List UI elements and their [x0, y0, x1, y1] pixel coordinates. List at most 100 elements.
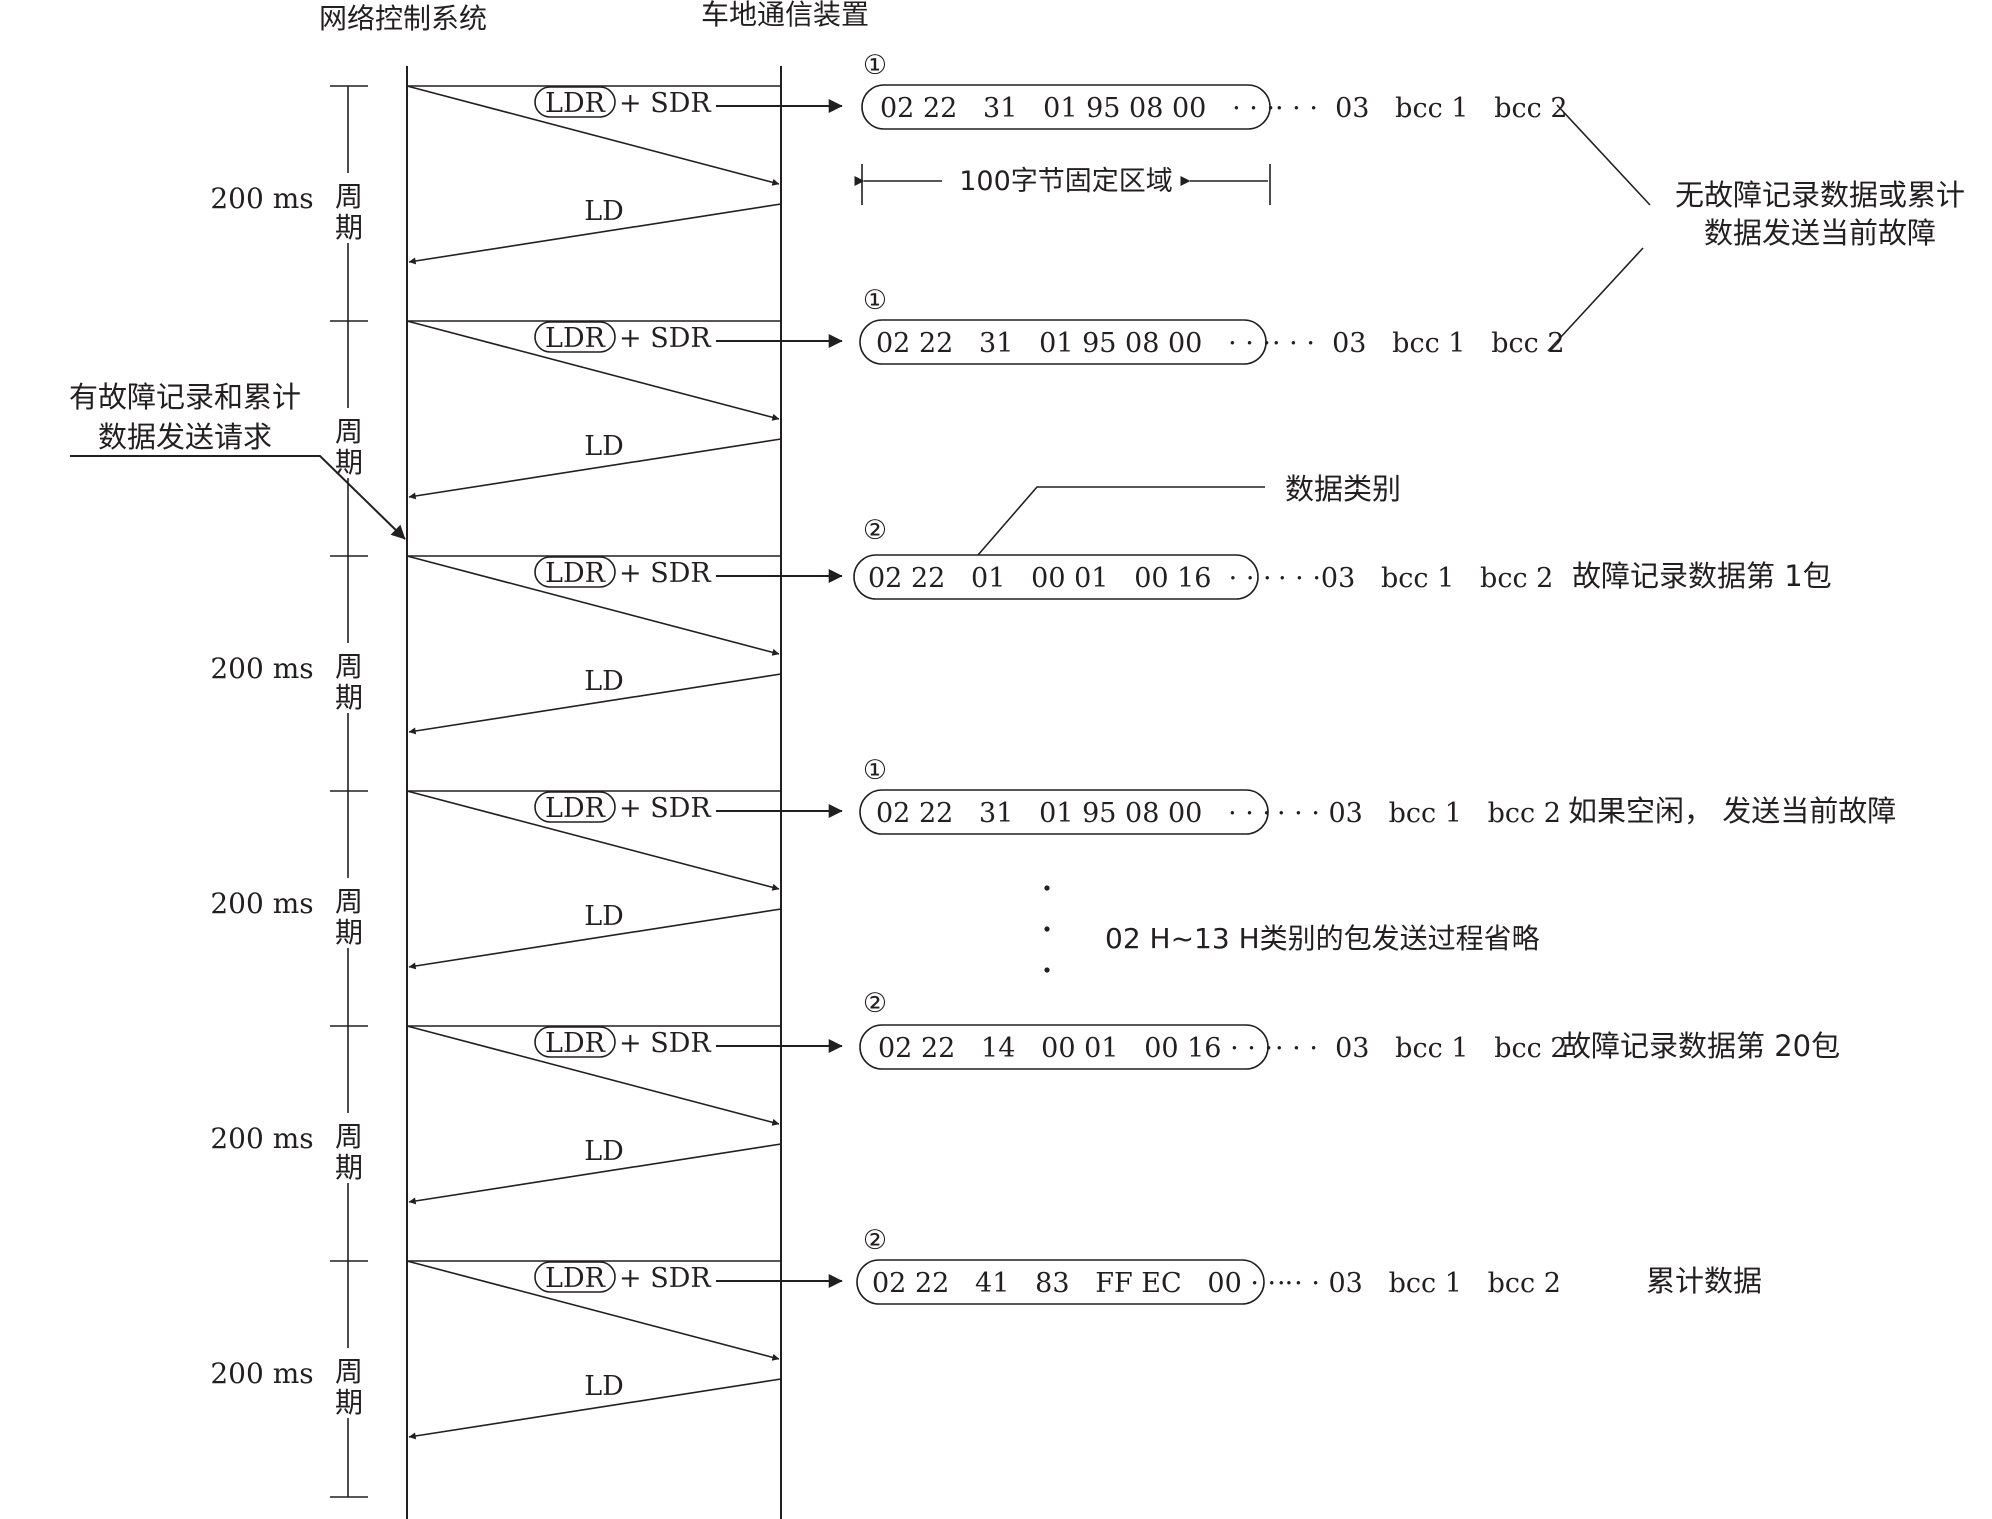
ld-label: LD: [584, 431, 624, 462]
packet-frame: [856, 1259, 1265, 1305]
ellipsis-dot: [1044, 926, 1050, 932]
packet-data: 02 22 14 00 01 00 16 · · ·: [878, 1033, 1273, 1064]
packet-frame: [859, 789, 1269, 835]
fault-record-packet-20-label: 故障记录数据第 20包: [1562, 1029, 1840, 1063]
ldr-label: LDR: [545, 323, 606, 354]
period-char-qi: 期: [335, 681, 363, 714]
period-ticks: [330, 85, 368, 1498]
period-duration-label: 200 ms: [210, 182, 313, 215]
period-char-zhou: 周: [335, 885, 363, 918]
data-type-label: 数据类别: [1285, 472, 1401, 506]
period-char-zhou: 周: [335, 415, 363, 448]
cumulative-data-label: 累计数据: [1646, 1264, 1762, 1298]
ldr-diagonal-arrow: [406, 555, 780, 656]
period-duration-label: 200 ms: [210, 1357, 313, 1390]
period-char-zhou: 周: [335, 1120, 363, 1153]
ldr-diagonal-arrow: [406, 85, 780, 186]
ldr-diagonal-arrow: [406, 320, 780, 421]
period-char-zhou: 周: [335, 180, 363, 213]
ldr-diagonal-arrow: [406, 1260, 780, 1361]
header-network-control-system: 网络控制系统: [319, 2, 487, 35]
ldr-diagonal-arrow: [406, 1025, 780, 1126]
ld-label: LD: [584, 666, 624, 697]
period-char-qi: 期: [335, 211, 363, 244]
sdr-label: + SDR: [619, 323, 711, 354]
omitted-packets-note: 02 H~13 H类别的包发送过程省略: [1044, 885, 1540, 973]
period-char-zhou: 周: [335, 1355, 363, 1388]
period-6: 200 ms 周 期 LDR + SDR LD ② 02 22 41 83 FF…: [210, 1225, 1762, 1440]
idle-send-current-fault-label: 如果空闲， 发送当前故障: [1568, 794, 1896, 828]
ld-label: LD: [584, 1371, 624, 1402]
ldr-label: LDR: [545, 793, 606, 824]
ellipsis-dot: [1044, 967, 1050, 973]
packet-data: 02 22 31 01 95 08 00 · · ·: [880, 93, 1275, 124]
packet-frame: [859, 319, 1267, 365]
ldr-oval: [534, 791, 616, 823]
packet-type-marker: ②: [863, 988, 887, 1019]
ldr-label: LDR: [545, 558, 606, 589]
ld-return-arrow: [408, 1143, 782, 1205]
packet-frame: [861, 84, 1271, 130]
packet-data: 02 22 31 01 95 08 00 · · ·: [876, 328, 1271, 359]
omitted-packets-label: 02 H~13 H类别的包发送过程省略: [1105, 922, 1540, 955]
period-5: 200 ms 周 期 LDR + SDR LD ② 02 22 14 00 01…: [210, 988, 1840, 1205]
period-1: 200 ms 周 期 LDR + SDR LD ① 02 22 31 01 95…: [210, 50, 1568, 265]
packet-tail: · · ·03 bcc 1 bcc 2: [1278, 563, 1553, 594]
sdr-label: + SDR: [619, 1263, 711, 1294]
period-4: 200 ms 周 期 LDR + SDR LD ① 02 22 31 01 95…: [210, 755, 1896, 970]
packet-tail: · · · 03 bcc 1 bcc 2: [1275, 1033, 1568, 1064]
ldr-oval: [534, 321, 616, 353]
ld-return-arrow: [408, 438, 782, 500]
packet-frame: [853, 554, 1259, 600]
ellipsis-dot: [1044, 885, 1050, 891]
sdr-label: + SDR: [619, 793, 711, 824]
period-char-qi: 期: [335, 916, 363, 949]
request-callout-line2: 数据发送请求: [98, 420, 272, 454]
period-char-qi: 期: [335, 446, 363, 479]
fault-record-packet-1-label: 故障记录数据第 1包: [1572, 559, 1832, 593]
packet-frame: [859, 1024, 1269, 1070]
ldr-oval: [534, 1026, 616, 1058]
ldr-oval: [534, 86, 616, 118]
packet-data: 02 22 41 83 FF EC 00 · · ·: [872, 1268, 1293, 1299]
fixed-area-dimension: 100字节固定区域: [854, 164, 1271, 205]
packet-tail: · · · 03 bcc 1 bcc 2: [1272, 328, 1565, 359]
packet-type-marker: ②: [863, 515, 887, 546]
ld-label: LD: [584, 901, 624, 932]
no-fault-callout: 无故障记录数据或累计 数据发送当前故障: [1547, 104, 1965, 352]
request-callout-arrow: [70, 455, 406, 540]
sdr-label: + SDR: [619, 88, 711, 119]
period-3: 200 ms 周 期 LDR + SDR LD ② 02 22 01 00 01…: [210, 515, 1832, 735]
period-duration-label: 200 ms: [210, 1122, 313, 1155]
request-callout-line1: 有故障记录和累计: [69, 380, 301, 414]
packet-type-marker: ①: [863, 755, 887, 786]
request-callout: 有故障记录和累计 数据发送请求: [69, 380, 406, 540]
fixed-area-label: 100字节固定区域: [959, 166, 1173, 197]
packet-tail: · · · 03 bcc 1 bcc 2: [1277, 798, 1561, 829]
period-duration-label: 200 ms: [210, 887, 313, 920]
ldr-label: LDR: [545, 1028, 606, 1059]
sdr-label: + SDR: [619, 558, 711, 589]
data-type-callout: 数据类别: [977, 472, 1401, 556]
period-char-zhou: 周: [335, 650, 363, 683]
ld-return-arrow: [408, 673, 782, 735]
ldr-label: LDR: [545, 88, 606, 119]
ldr-oval: [534, 1261, 616, 1293]
period-char-qi: 期: [335, 1151, 363, 1184]
packet-data: 02 22 01 00 01 00 16 · · ·: [868, 563, 1272, 594]
packet-type-marker: ②: [863, 1225, 887, 1256]
packet-type-marker: ①: [863, 50, 887, 81]
no-fault-callout-line2: 数据发送当前故障: [1704, 216, 1936, 250]
period-2: 周 期 LDR + SDR LD ① 02 22 31 01 95 08 00 …: [330, 285, 1565, 500]
period-duration-label: 200 ms: [210, 652, 313, 685]
sdr-label: + SDR: [619, 1028, 711, 1059]
period-char-qi: 期: [335, 1386, 363, 1419]
ldr-diagonal-arrow: [406, 790, 780, 891]
packet-tail: · · · 03 bcc 1 bcc 2: [1275, 93, 1568, 124]
no-fault-callout-line1: 无故障记录数据或累计: [1675, 178, 1965, 212]
ld-return-arrow: [408, 908, 782, 970]
ld-return-arrow: [408, 1378, 782, 1440]
ld-label: LD: [584, 1136, 624, 1167]
ld-label: LD: [584, 196, 624, 227]
